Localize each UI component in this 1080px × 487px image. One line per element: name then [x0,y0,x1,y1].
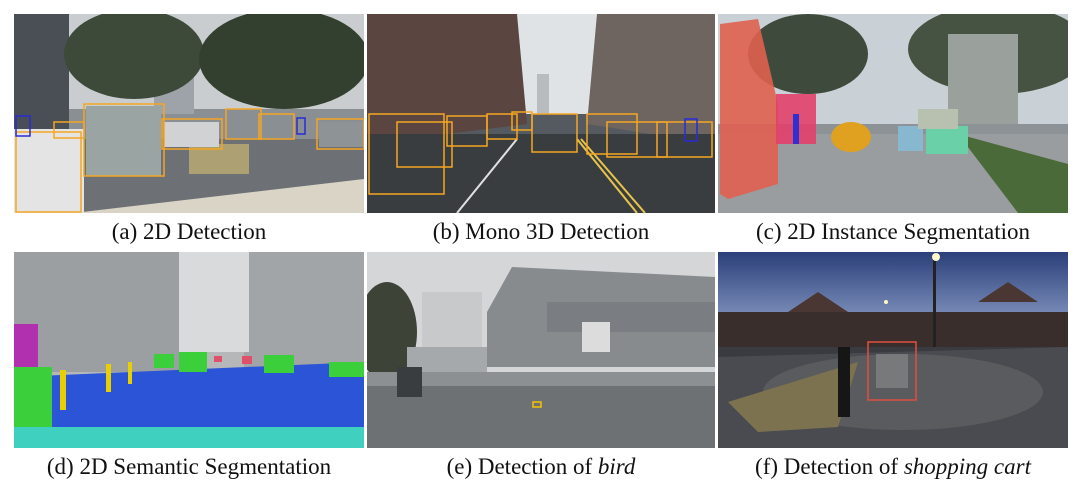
caption-text: (d) 2D Semantic Segmentation [46,454,332,479]
caption-text: (f) Detection of [755,454,904,479]
panel-a-caption: (a) 2D Detection [14,218,364,246]
panel-b-image [367,14,715,213]
panel-a-image [14,14,364,213]
panel-d-image [14,252,364,448]
caption-text: (b) Mono 3D Detection [432,219,650,244]
caption-text: (e) Detection of [446,454,598,479]
panel-c-image [718,14,1068,213]
caption-text: (a) 2D Detection [111,219,267,244]
caption-text: (c) 2D Instance Segmentation [756,219,1030,244]
panel-e-caption: (e) Detection of bird [367,453,715,481]
panel-b-caption: (b) Mono 3D Detection [367,218,715,246]
panel-f-caption: (f) Detection of shopping cart [718,453,1068,481]
panel-c-caption: (c) 2D Instance Segmentation [718,218,1068,246]
panel-e-image [367,252,715,448]
caption-italic: shopping cart [903,454,1031,479]
caption-italic: bird [597,454,636,479]
panel-f-image [718,252,1068,448]
panel-d-caption: (d) 2D Semantic Segmentation [14,453,364,481]
